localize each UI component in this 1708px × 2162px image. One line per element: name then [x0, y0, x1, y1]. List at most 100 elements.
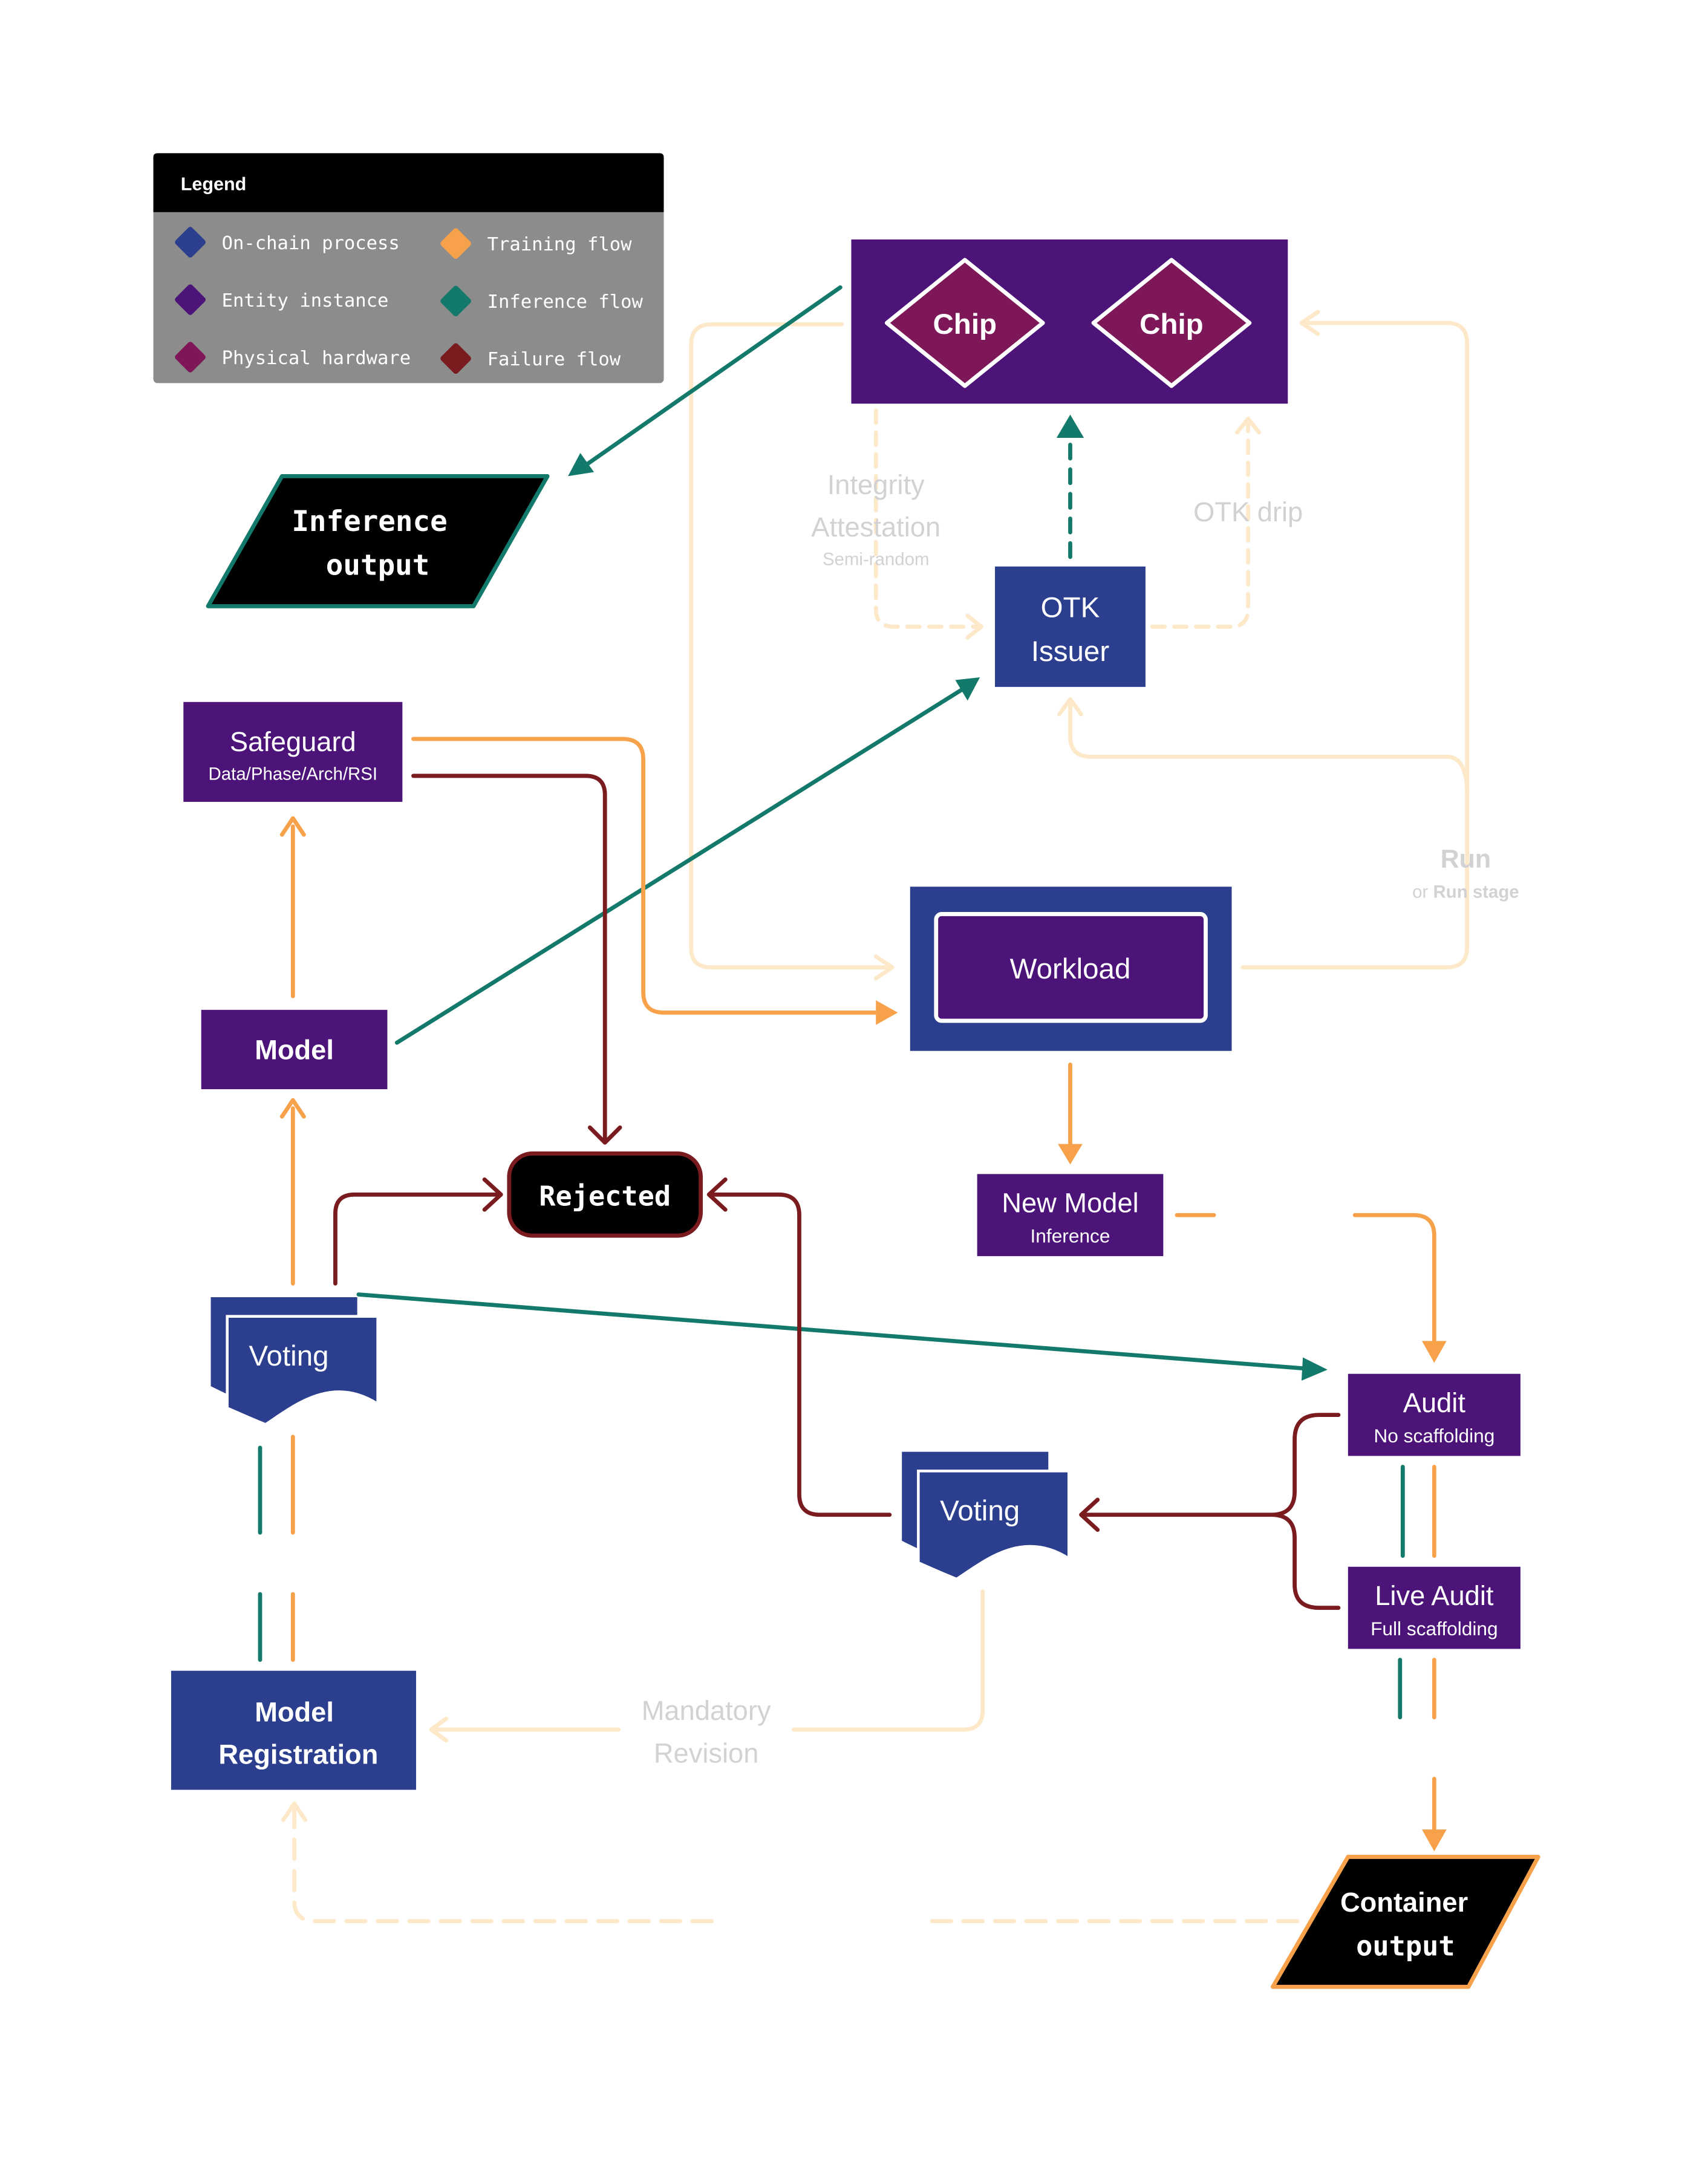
model-registration-node[interactable]: Model Registration: [171, 1670, 416, 1790]
chip-node[interactable]: Chip: [884, 258, 1045, 388]
otk-issuer-node[interactable]: OTK Issuer: [995, 566, 1146, 687]
voting-right-to-rejected-edge: [709, 1192, 892, 1517]
mandatory-revision-label: Mandatory Revision: [642, 1695, 771, 1768]
legend-item-failure: Failure flow: [440, 343, 621, 374]
rejected-label: Rejected: [539, 1180, 671, 1212]
faded-arrowhead: [965, 613, 983, 640]
chip-label: Chip: [1139, 308, 1204, 340]
safeguard-node[interactable]: Safeguard Data/Phase/Arch/RSI: [183, 702, 403, 802]
workload-inner-box: [934, 912, 1208, 1023]
chip-diamond: [1091, 258, 1252, 388]
failure-arrowhead: [482, 1177, 503, 1212]
voting-left-node[interactable]: Voting: [210, 1297, 379, 1426]
legend-item-onchain: On-chain process: [175, 227, 400, 258]
otk-issuer-line2: Issuer: [1031, 636, 1110, 668]
safeguard-box: [183, 702, 403, 802]
voting-label: Voting: [940, 1495, 1020, 1527]
otk-issuer-line1: OTK: [1041, 591, 1100, 624]
run-label-sub: or Run stage: [1412, 882, 1519, 902]
audit-subtitle: No scaffolding: [1374, 1425, 1494, 1447]
live-audit-node[interactable]: Live Audit Full scaffolding: [1348, 1566, 1521, 1649]
chip-node[interactable]: Chip: [1091, 258, 1252, 388]
new-model-subtitle: Inference: [1031, 1225, 1110, 1246]
faded-arrowhead: [1299, 310, 1320, 336]
chip-to-inference-output-edge: [579, 285, 843, 470]
teal-arrowhead: [1056, 414, 1084, 438]
otk-issuer-box: [995, 566, 1146, 687]
orange-arrowhead: [876, 1000, 898, 1025]
voting-to-audit-edge: [356, 1292, 1305, 1371]
live-audit-subtitle: Full scaffolding: [1371, 1618, 1498, 1639]
faded-arrowhead: [429, 1716, 449, 1743]
live-audit-title: Live Audit: [1375, 1580, 1494, 1611]
legend-label: On-chain process: [222, 233, 400, 254]
otk-drip-label: OTK drip: [1193, 497, 1303, 527]
mandatory-label-line2: Revision: [654, 1737, 759, 1768]
legend-item-entity: Entity instance: [175, 284, 389, 315]
audit-node[interactable]: Audit No scaffolding: [1348, 1373, 1521, 1456]
voting-right-node[interactable]: Voting: [902, 1451, 1071, 1581]
legend-item-hardware: Physical hardware: [175, 342, 411, 373]
orange-arrowhead: [1422, 1829, 1447, 1852]
model-to-otk-edge: [394, 685, 968, 1045]
integrity-label-sub: Semi-random: [823, 549, 930, 569]
legend-header: [153, 153, 664, 212]
faded-arrowhead: [281, 1801, 308, 1822]
workload-node[interactable]: Workload: [910, 887, 1232, 1051]
audit-title: Audit: [1403, 1387, 1466, 1418]
chip-label: Chip: [933, 308, 997, 340]
safeguard-to-rejected-edge: [411, 773, 607, 1142]
voting-label: Voting: [249, 1340, 328, 1372]
safeguard-subtitle: Data/Phase/Arch/RSI: [209, 764, 377, 784]
integrity-attestation-label: Integrity Attestation Semi-random: [811, 469, 940, 570]
teal-arrowhead: [568, 452, 595, 477]
failure-arrowhead: [706, 1177, 728, 1212]
container-output-line2: output: [1356, 1930, 1455, 1962]
faded-arrowhead: [1057, 697, 1083, 717]
model-registration-line1: Model: [255, 1696, 334, 1727]
faded-workload-to-chip-edge: [1240, 321, 1470, 970]
failure-arrowhead: [587, 1125, 622, 1145]
legend-label: Training flow: [487, 234, 633, 255]
new-model-title: New Model: [1002, 1188, 1138, 1219]
audit-box: [1348, 1373, 1521, 1456]
run-label-sub-bold: Run stage: [1433, 882, 1519, 902]
run-label-sub-prefix: or: [1412, 882, 1433, 902]
run-label: Run or Run stage: [1412, 845, 1519, 902]
mandatory-revision-edge: [433, 1589, 985, 1732]
orange-arrowhead: [279, 1098, 306, 1119]
legend-item-training: Training flow: [440, 228, 633, 259]
orange-arrowhead: [279, 816, 306, 837]
container-output-shape: [1270, 1855, 1540, 1989]
legend-label: Entity instance: [222, 290, 389, 311]
model-node[interactable]: Model: [201, 1009, 388, 1090]
faded-run-to-otk-edge: [1068, 700, 1470, 796]
integrity-label-line2: Attestation: [811, 512, 940, 542]
training-diamond-icon: [440, 228, 471, 259]
model-box: [201, 1009, 388, 1090]
model-registration-line2: Registration: [218, 1739, 378, 1770]
run-label-title: Run: [1441, 845, 1491, 874]
chip-cluster-node[interactable]: Chip Chip: [851, 239, 1288, 404]
rejected-box: [507, 1151, 703, 1238]
live-audit-box: [1348, 1566, 1521, 1649]
inference-output-node[interactable]: Inference output: [206, 474, 550, 608]
teal-arrowhead: [955, 677, 980, 701]
faded-chip-to-workload-edge: [689, 322, 889, 970]
container-output-node[interactable]: Container output: [1270, 1855, 1540, 1989]
workload-label: Workload: [1010, 953, 1131, 985]
faded-arrowhead: [1235, 416, 1262, 435]
legend: Legend On-chain process Training flow En…: [153, 153, 664, 383]
legend-label: Failure flow: [487, 349, 621, 370]
rejected-node[interactable]: Rejected: [507, 1151, 703, 1238]
new-model-to-audit-edge: [1175, 1213, 1436, 1346]
new-model-node[interactable]: New Model Inference: [977, 1174, 1164, 1257]
audits-to-voting-edge: [1081, 1413, 1341, 1610]
container-output-line1: Container: [1340, 1887, 1468, 1918]
integrity-label-line1: Integrity: [827, 469, 925, 500]
model-label: Model: [255, 1034, 334, 1065]
legend-label: Physical hardware: [222, 348, 411, 369]
otk-drip-edge: [1150, 420, 1251, 629]
orange-arrowhead: [1058, 1144, 1083, 1165]
